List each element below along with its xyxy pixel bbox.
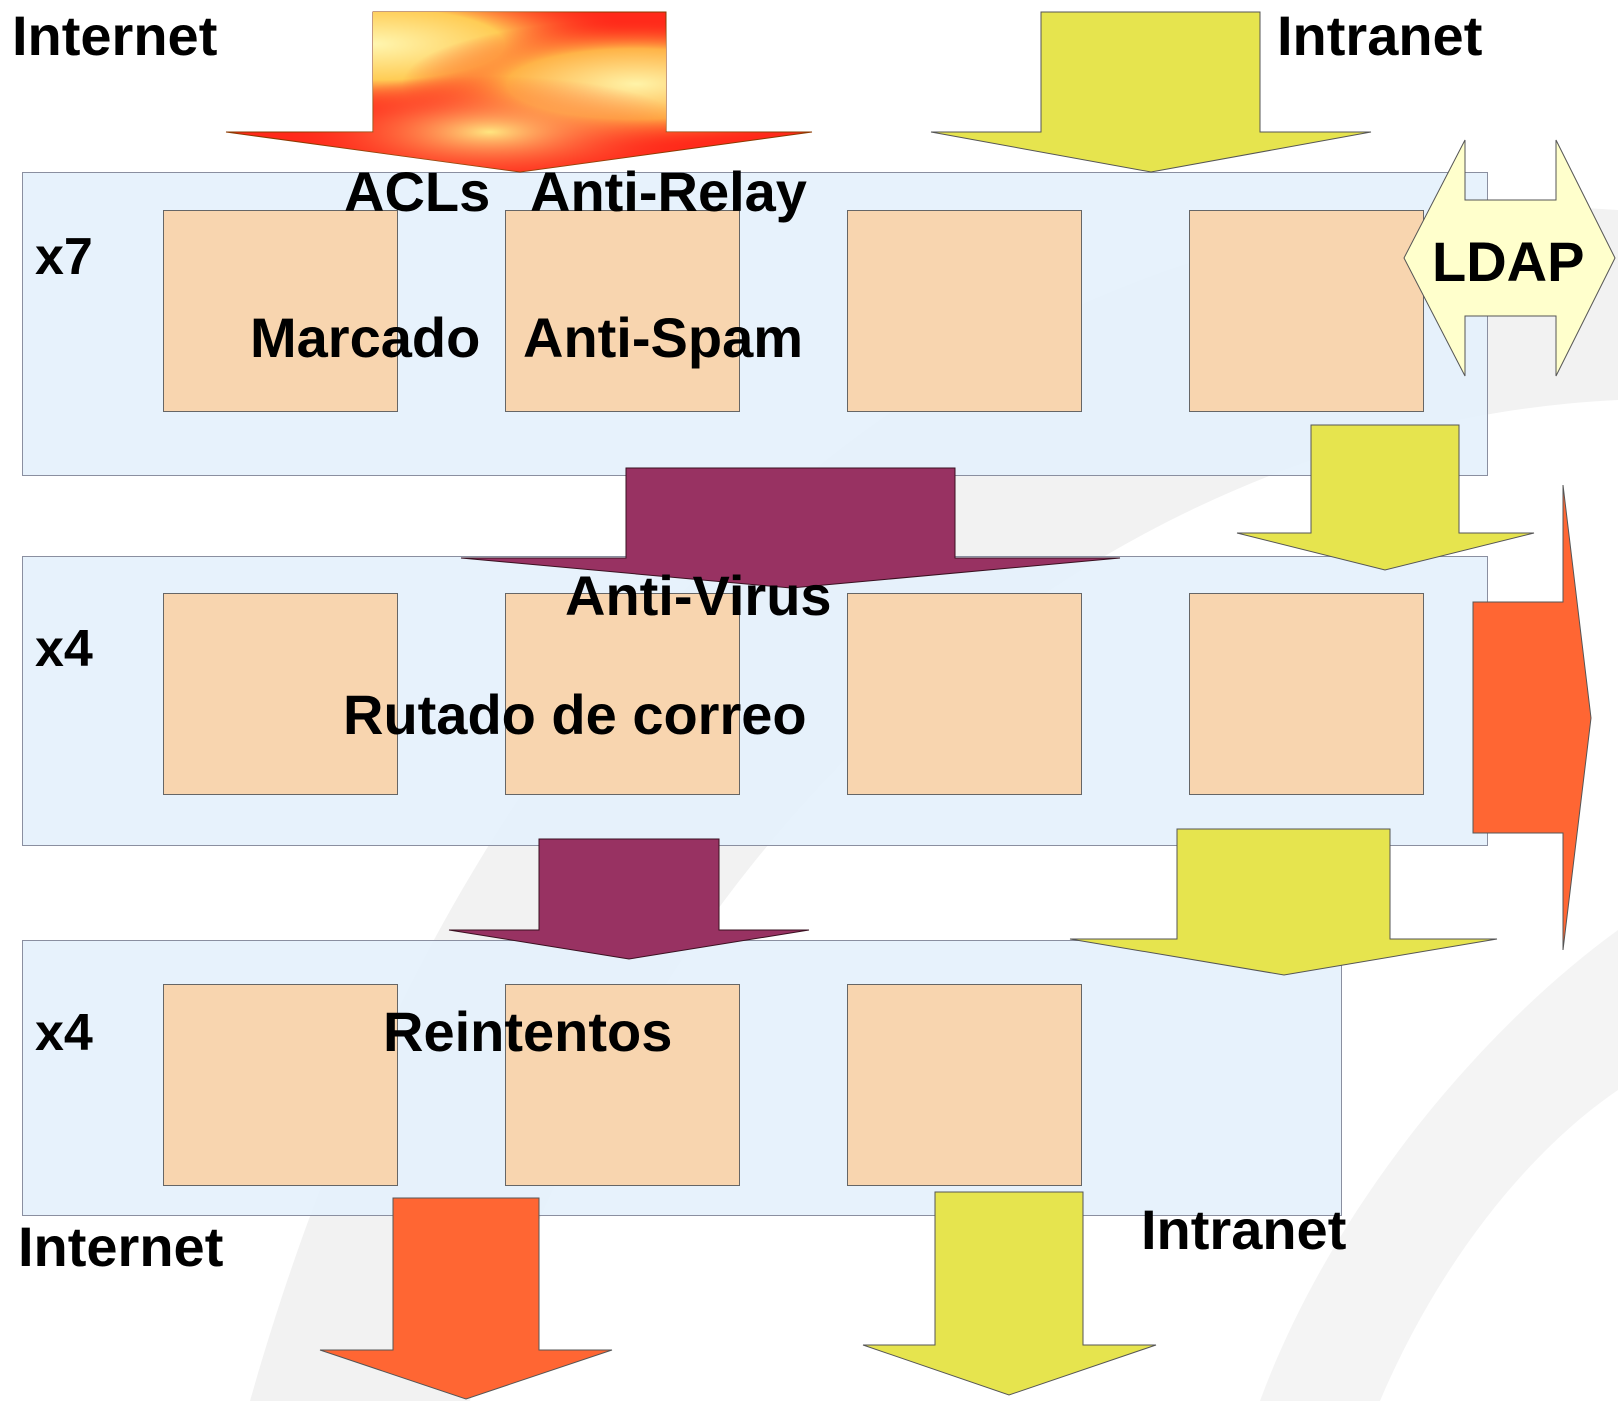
server-node	[505, 210, 740, 412]
intranet-destination-label: Intranet	[1141, 1198, 1347, 1261]
tier1-to-tier2-intranet-arrow	[1236, 424, 1535, 571]
server-node	[1189, 593, 1424, 795]
tier-1-panel: x7	[22, 172, 1488, 476]
function-anti-relay: Anti-Relay	[530, 160, 807, 223]
intranet-inbound-arrow	[930, 11, 1372, 173]
tier-3-count: x4	[35, 1004, 93, 1062]
ldap-double-arrow	[1403, 139, 1616, 377]
ldap-label: LDAP	[1432, 230, 1585, 293]
server-node	[1189, 210, 1424, 412]
function-anti-virus: Anti-Virus	[565, 564, 832, 627]
outbound-right-arrow	[1472, 484, 1592, 951]
tier-2-panel: x4	[22, 556, 1488, 846]
tier1-to-tier2-arrow	[460, 467, 1121, 589]
server-node	[847, 593, 1082, 795]
server-node	[163, 210, 398, 412]
tier2-to-tier3-intranet-arrow	[1069, 828, 1498, 976]
intranet-outbound-arrow	[862, 1191, 1157, 1396]
tier-3-panel: x4	[22, 940, 1342, 1216]
internet-destination-label: Internet	[18, 1215, 224, 1278]
server-node	[847, 984, 1082, 1186]
tier-1-count: x7	[35, 228, 93, 286]
internet-inbound-arrow	[225, 11, 813, 173]
function-marcado: Marcado	[250, 306, 481, 369]
server-node	[163, 984, 398, 1186]
function-anti-spam: Anti-Spam	[523, 306, 803, 369]
server-node	[505, 984, 740, 1186]
tier2-to-tier3-arrow	[448, 838, 810, 960]
intranet-source-label: Intranet	[1277, 4, 1483, 67]
server-node	[163, 593, 398, 795]
function-rutado-de-correo: Rutado de correo	[343, 683, 807, 746]
function-reintentos: Reintentos	[383, 1000, 673, 1063]
internet-source-label: Internet	[12, 4, 218, 67]
function-acls: ACLs	[344, 160, 491, 223]
tier-2-count: x4	[35, 620, 93, 678]
server-node	[847, 210, 1082, 412]
server-node	[505, 593, 740, 795]
internet-outbound-arrow	[319, 1197, 613, 1400]
